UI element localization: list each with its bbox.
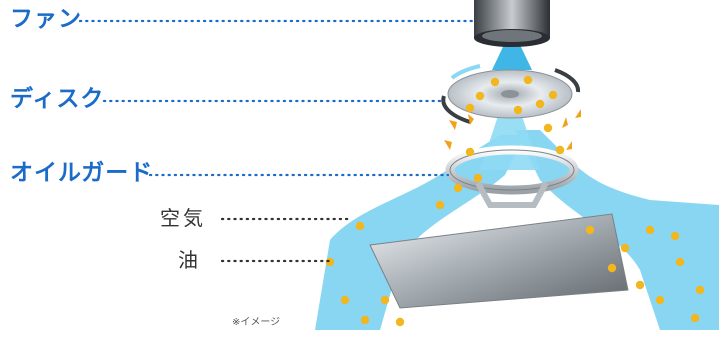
oil-droplet — [490, 77, 500, 87]
oil-droplet — [473, 173, 483, 183]
oil-label: 油 — [178, 248, 201, 272]
oil-droplet — [535, 99, 545, 109]
oil-droplet — [395, 317, 405, 327]
oil-guard-label: オイルガード — [10, 160, 154, 186]
oil-droplet — [523, 75, 533, 85]
fan-label: ファン — [10, 6, 82, 32]
leader-lines-gray — [220, 217, 354, 263]
oil-droplet — [513, 105, 523, 115]
disk-label: ディスク — [10, 86, 105, 112]
oil-droplet — [690, 313, 700, 323]
leader-lines — [78, 19, 474, 177]
oil-droplet — [655, 295, 665, 305]
oil-droplet — [380, 295, 390, 305]
spinning-disk — [441, 64, 581, 124]
oil-droplet — [465, 103, 475, 113]
oil-droplet — [645, 225, 655, 235]
oil-droplet — [635, 280, 645, 290]
oil-droplet — [670, 231, 680, 241]
oil-droplet — [435, 200, 445, 210]
air-label: 空気 — [160, 206, 206, 230]
oil-droplet — [543, 123, 553, 133]
oil-droplet — [607, 263, 617, 273]
oil-droplet — [340, 295, 350, 305]
filter-plate — [369, 213, 629, 309]
oil-droplet — [360, 315, 370, 325]
oil-droplet — [555, 145, 565, 155]
image-note: ※イメージ — [232, 317, 281, 328]
oil-guard-ring — [445, 145, 579, 208]
oil-droplet — [675, 257, 685, 267]
oil-droplet — [620, 243, 630, 253]
oil-droplet — [453, 183, 463, 193]
oil-droplet — [695, 285, 705, 295]
oil-droplet — [465, 147, 475, 157]
oil-droplet — [475, 91, 485, 101]
oil-droplet — [548, 90, 558, 100]
oil-spray-arrows — [444, 109, 581, 150]
fan-unit — [474, 0, 550, 47]
oil-droplets — [325, 75, 705, 327]
oil-droplet — [355, 221, 365, 231]
oil-droplet — [585, 225, 595, 235]
